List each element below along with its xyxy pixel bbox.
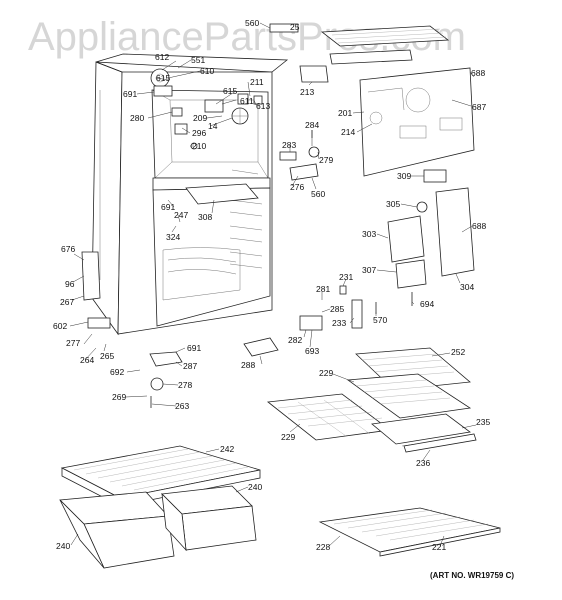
part-233	[351, 299, 363, 329]
part-label: 280	[130, 113, 144, 123]
part-282	[299, 315, 323, 331]
part-label: 201	[338, 108, 352, 118]
freezer-shelf	[185, 183, 259, 205]
light-housing	[387, 215, 425, 263]
shelf-228	[318, 507, 501, 557]
part-label: 240	[248, 482, 262, 492]
crisper-cover	[60, 445, 261, 507]
part-label: 229	[319, 368, 333, 378]
part-label: 551	[191, 55, 205, 65]
part-label: 324	[166, 232, 180, 242]
part-number-labels: 560 25 612 551 615 610 691 211 615 611 6…	[53, 18, 490, 552]
part-label: 210	[192, 141, 206, 151]
part-label: 263	[175, 401, 189, 411]
part-label: 560	[245, 18, 259, 28]
part-label: 242	[220, 444, 234, 454]
part-label: 687	[472, 102, 486, 112]
part-label: 229	[281, 432, 295, 442]
part-label: 691	[123, 89, 137, 99]
part-label: 265	[100, 351, 114, 361]
part-label: 277	[66, 338, 80, 348]
roller	[150, 377, 164, 391]
evaporator-fan-assembly	[150, 68, 263, 150]
light-bulb	[416, 201, 428, 213]
part-label: 688	[472, 221, 486, 231]
part-label: 278	[178, 380, 192, 390]
part-label: 304	[460, 282, 474, 292]
shelf-229-upper	[346, 373, 472, 419]
part-label: 283	[282, 140, 296, 150]
thermostat-bracket	[279, 151, 297, 161]
knob	[308, 146, 320, 158]
part-label: 14	[208, 121, 218, 131]
part-label: 288	[241, 360, 255, 370]
part-label: 613	[256, 101, 270, 111]
part-label: 252	[451, 347, 465, 357]
part-label: 691	[161, 202, 175, 212]
part-label: 307	[362, 265, 376, 275]
part-label: 602	[53, 321, 67, 331]
part-label: 221	[432, 542, 446, 552]
shelf-rail-235	[371, 413, 477, 453]
part-label: 692	[110, 367, 124, 377]
part-label: 305	[386, 199, 400, 209]
part-label: 560	[311, 189, 325, 199]
part-label: 303	[362, 229, 376, 239]
part-label: 269	[112, 392, 126, 402]
part-label: 694	[420, 299, 434, 309]
part-label: 309	[397, 171, 411, 181]
part-label: 287	[183, 361, 197, 371]
part-label: 25	[290, 22, 300, 32]
part-label: 279	[319, 155, 333, 165]
part-label: 281	[316, 284, 330, 294]
part-label: 233	[332, 318, 346, 328]
part-label: 693	[305, 346, 319, 356]
part-label: 611	[240, 96, 254, 106]
part-label: 231	[339, 272, 353, 282]
part-label: 228	[316, 542, 330, 552]
part-label: 688	[471, 68, 485, 78]
liner-panel	[359, 67, 475, 177]
shelf-rail-213	[299, 65, 329, 83]
part-label: 276	[290, 182, 304, 192]
cover-304	[435, 187, 475, 277]
bracket-307	[395, 259, 427, 289]
part-label: 240	[56, 541, 70, 551]
part-label: 213	[300, 87, 314, 97]
part-label: 296	[192, 128, 206, 138]
leveling-leg	[149, 351, 183, 367]
bottom-hinge	[87, 317, 111, 329]
part-label: 308	[198, 212, 212, 222]
part-label: 285	[330, 304, 344, 314]
part-label: 236	[416, 458, 430, 468]
leader-lines	[69, 22, 477, 547]
part-label: 247	[174, 210, 188, 220]
art-number: (ART NO. WR19759 C)	[430, 571, 514, 580]
part-label: 570	[373, 315, 387, 325]
part-label: 612	[155, 52, 169, 62]
part-231	[339, 285, 347, 295]
part-label: 264	[80, 355, 94, 365]
part-label: 615	[156, 73, 170, 83]
part-label: 615	[223, 86, 237, 96]
part-label: 235	[476, 417, 490, 427]
part-309	[423, 169, 447, 183]
control	[289, 163, 319, 181]
part-label: 211	[250, 77, 264, 87]
crisper-drawer-left	[59, 491, 175, 569]
hinge-bracket	[81, 251, 101, 301]
part-label: 676	[61, 244, 75, 254]
part-label: 214	[341, 127, 355, 137]
cover-288	[243, 337, 279, 357]
part-label: 610	[200, 66, 214, 76]
part-label: 691	[187, 343, 201, 353]
part-label: 284	[305, 120, 319, 130]
part-label: 209	[193, 113, 207, 123]
part-label: 96	[65, 279, 75, 289]
part-label: 267	[60, 297, 74, 307]
top-shelves	[269, 23, 450, 65]
part-label: 282	[288, 335, 302, 345]
crisper-drawer-right	[161, 485, 257, 552]
